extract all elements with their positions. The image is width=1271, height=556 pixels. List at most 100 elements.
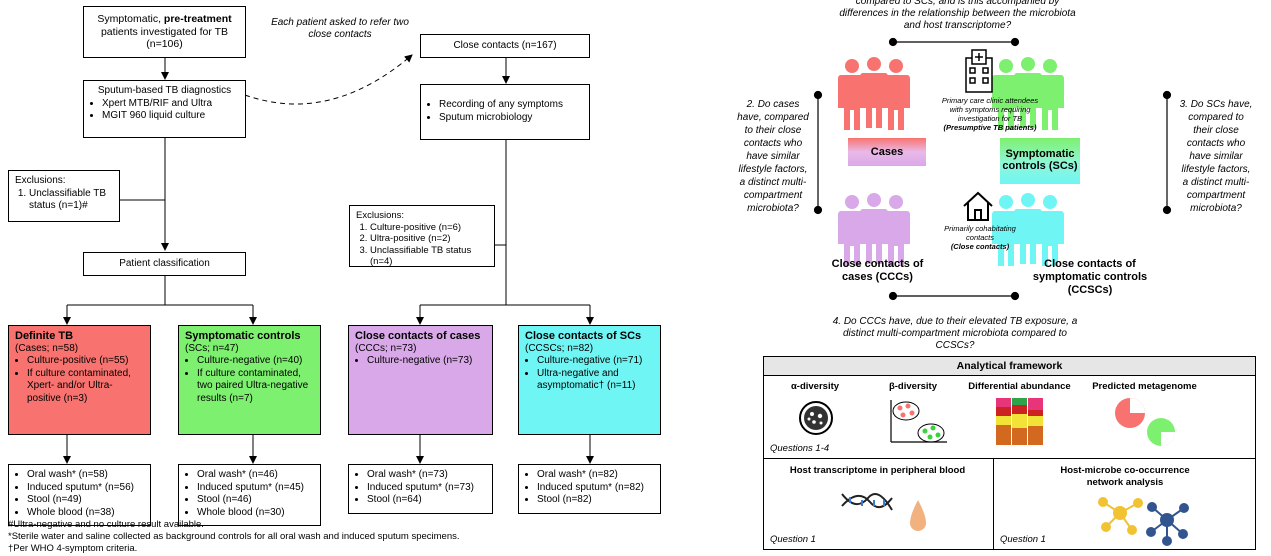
beta-diversity-icon: [890, 400, 947, 443]
scs-label-text: Symptomatic controls (SCs): [1002, 148, 1078, 172]
question-3: 3. Do SCs have, compared to their close …: [1179, 99, 1253, 214]
sample-item: Stool (n=46): [197, 494, 314, 507]
alpha-diversity-label: α-diversity: [790, 381, 840, 392]
sample-item: Oral wash* (n=58): [27, 469, 144, 482]
sample-item: Stool (n=82): [537, 494, 654, 507]
patient-classification-box: Patient classification: [83, 252, 246, 276]
exclusions-title: Exclusions:: [15, 175, 66, 186]
footnote: *Sterile water and saline collected as b…: [8, 531, 460, 542]
group-item: Culture-negative (n=71): [537, 355, 654, 368]
petri-dish-icon: [799, 401, 833, 435]
refer-note: Each patient asked to refer two close co…: [271, 17, 409, 40]
group-box-scs: Symptomatic controls (SCs; n=47) Culture…: [178, 325, 321, 435]
clinic-icon: [965, 49, 993, 93]
differential-abundance-icon: [996, 398, 1043, 445]
beta-diversity-label: β-diversity: [888, 381, 938, 392]
cases-label: Cases: [848, 138, 926, 166]
group-subtitle: (CCCs; n=73): [355, 342, 417, 354]
blood-drop-icon: [910, 500, 926, 531]
sample-item: Stool (n=49): [27, 494, 144, 507]
sample-item: Induced sputum* (n=82): [537, 482, 654, 495]
samples-box-cases: Oral wash* (n=58) Induced sputum* (n=56)…: [8, 464, 151, 526]
clinic-note-text: Primary care clinic attendees with sympt…: [941, 96, 1039, 123]
group-title: Definite TB: [15, 330, 74, 342]
predicted-metagenome-label: Predicted metagenome: [1092, 381, 1197, 392]
group-title: Close contacts of cases: [355, 330, 481, 342]
contacts-tests-box: Recording of any symptoms Sputum microbi…: [420, 84, 590, 140]
exclusion-item: Ultra-positive (n=2): [370, 233, 488, 245]
framework-bottom-left: [763, 458, 994, 550]
sample-item: Oral wash* (n=82): [537, 469, 654, 482]
dna-icon: [841, 493, 893, 511]
network-icon-blue: [1146, 502, 1189, 546]
framework-title: Analytical framework: [956, 360, 1063, 372]
question-4: 4. Do CCCs have, due to their elevated T…: [832, 316, 1078, 351]
group-subtitle: (SCs; n=47): [185, 342, 239, 354]
sample-item: Oral wash* (n=73): [367, 469, 486, 482]
questions-row1: Questions 1-4: [770, 443, 830, 454]
start-box-line1-bold: pre-treatment: [163, 13, 232, 25]
exclusion-item: Unclassifiable TB status (n=4): [370, 245, 488, 268]
exclusion-item: Culture-positive (n=6): [370, 222, 488, 234]
sample-item: Whole blood (n=38): [27, 507, 144, 520]
ccsc-label: Close contacts of symptomatic controls (…: [1032, 258, 1148, 296]
house-icon: [963, 191, 993, 221]
clinic-note-bold: (Presumptive TB patients): [943, 123, 1037, 132]
samples-box-ccscs: Oral wash* (n=82) Induced sputum* (n=82)…: [518, 464, 661, 514]
group-box-ccscs: Close contacts of SCs (CCSCs; n=82) Cult…: [518, 325, 661, 435]
close-contacts-box: Close contacts (n=167): [420, 34, 590, 58]
contacts-test-item: Sputum microbiology: [439, 112, 583, 125]
question-bottom-left: Question 1: [770, 534, 816, 545]
group-item: Culture-positive (n=55): [27, 355, 144, 368]
group-title: Symptomatic controls: [185, 330, 301, 342]
start-box-line2: patients investigated for TB: [100, 25, 229, 38]
home-note: Primarily cohabitating contacts (Close c…: [940, 224, 1020, 251]
diagnostics-item: Xpert MTB/RIF and Ultra: [102, 98, 239, 111]
group-box-cccs: Close contacts of cases (CCCs; n=73) Cul…: [348, 325, 493, 435]
group-title: Close contacts of SCs: [525, 330, 642, 342]
scs-label: Symptomatic controls (SCs): [1000, 138, 1080, 184]
diagnostics-box: Sputum-based TB diagnostics Xpert MTB/RI…: [83, 80, 246, 138]
samples-box-cccs: Oral wash* (n=73) Induced sputum* (n=73)…: [348, 464, 493, 514]
question-1: compared to SCs, and is this accompanied…: [839, 0, 1076, 31]
home-note-text: Primarily cohabitating contacts: [944, 224, 1016, 242]
footnote: †Per WHO 4-symptom criteria.: [8, 543, 138, 554]
exclusions-box-contacts: Exclusions: Culture-positive (n=6) Ultra…: [349, 205, 495, 267]
patient-classification-label: Patient classification: [119, 258, 210, 269]
start-box-line3: (n=106): [146, 38, 183, 50]
question-bottom-right: Question 1: [1000, 534, 1046, 545]
cases-label-text: Cases: [870, 146, 904, 158]
question-2: 2. Do cases have, compared to their clos…: [737, 99, 809, 214]
diagnostics-item: MGIT 960 liquid culture: [102, 110, 239, 123]
host-microbe-label: Host-microbe co-occurrence network analy…: [1060, 465, 1190, 488]
samples-box-scs: Oral wash* (n=46) Induced sputum* (n=45)…: [178, 464, 321, 526]
home-note-bold: (Close contacts): [950, 242, 1010, 251]
sample-item: Induced sputum* (n=73): [367, 482, 486, 495]
start-box-line1: Symptomatic,: [97, 13, 164, 25]
group-item: Culture-negative (n=40): [197, 355, 314, 368]
group-item: If culture contaminated, two paired Ultr…: [197, 368, 314, 406]
start-box: Symptomatic, pre-treatment patients inve…: [83, 6, 246, 58]
contacts-test-item: Recording of any symptoms: [439, 99, 583, 112]
group-box-cases: Definite TB (Cases; n=58) Culture-positi…: [8, 325, 151, 435]
sample-item: Whole blood (n=30): [197, 507, 314, 520]
footnote: #Ultra-negative and no culture result av…: [8, 519, 204, 530]
sample-item: Induced sputum* (n=56): [27, 482, 144, 495]
network-icon-yellow: [1098, 497, 1143, 535]
ccc-label: Close contacts of cases (CCCs): [831, 258, 924, 283]
diagnostics-title: Sputum-based TB diagnostics: [97, 85, 232, 96]
close-contacts-label: Close contacts (n=167): [453, 40, 557, 51]
differential-abundance-label: Differential abundance: [968, 381, 1071, 392]
pie-chart-icon: [1115, 398, 1175, 446]
sample-item: Induced sputum* (n=45): [197, 482, 314, 495]
group-item: Culture-negative (n=73): [367, 355, 486, 368]
group-subtitle: (Cases; n=58): [15, 342, 79, 354]
exclusions-title: Exclusions:: [356, 210, 405, 221]
group-subtitle: (CCSCs; n=82): [525, 342, 594, 354]
sample-item: Stool (n=64): [367, 494, 486, 507]
clinic-note: Primary care clinic attendees with sympt…: [935, 96, 1045, 132]
host-transcriptome-label: Host transcriptome in peripheral blood: [789, 465, 966, 476]
